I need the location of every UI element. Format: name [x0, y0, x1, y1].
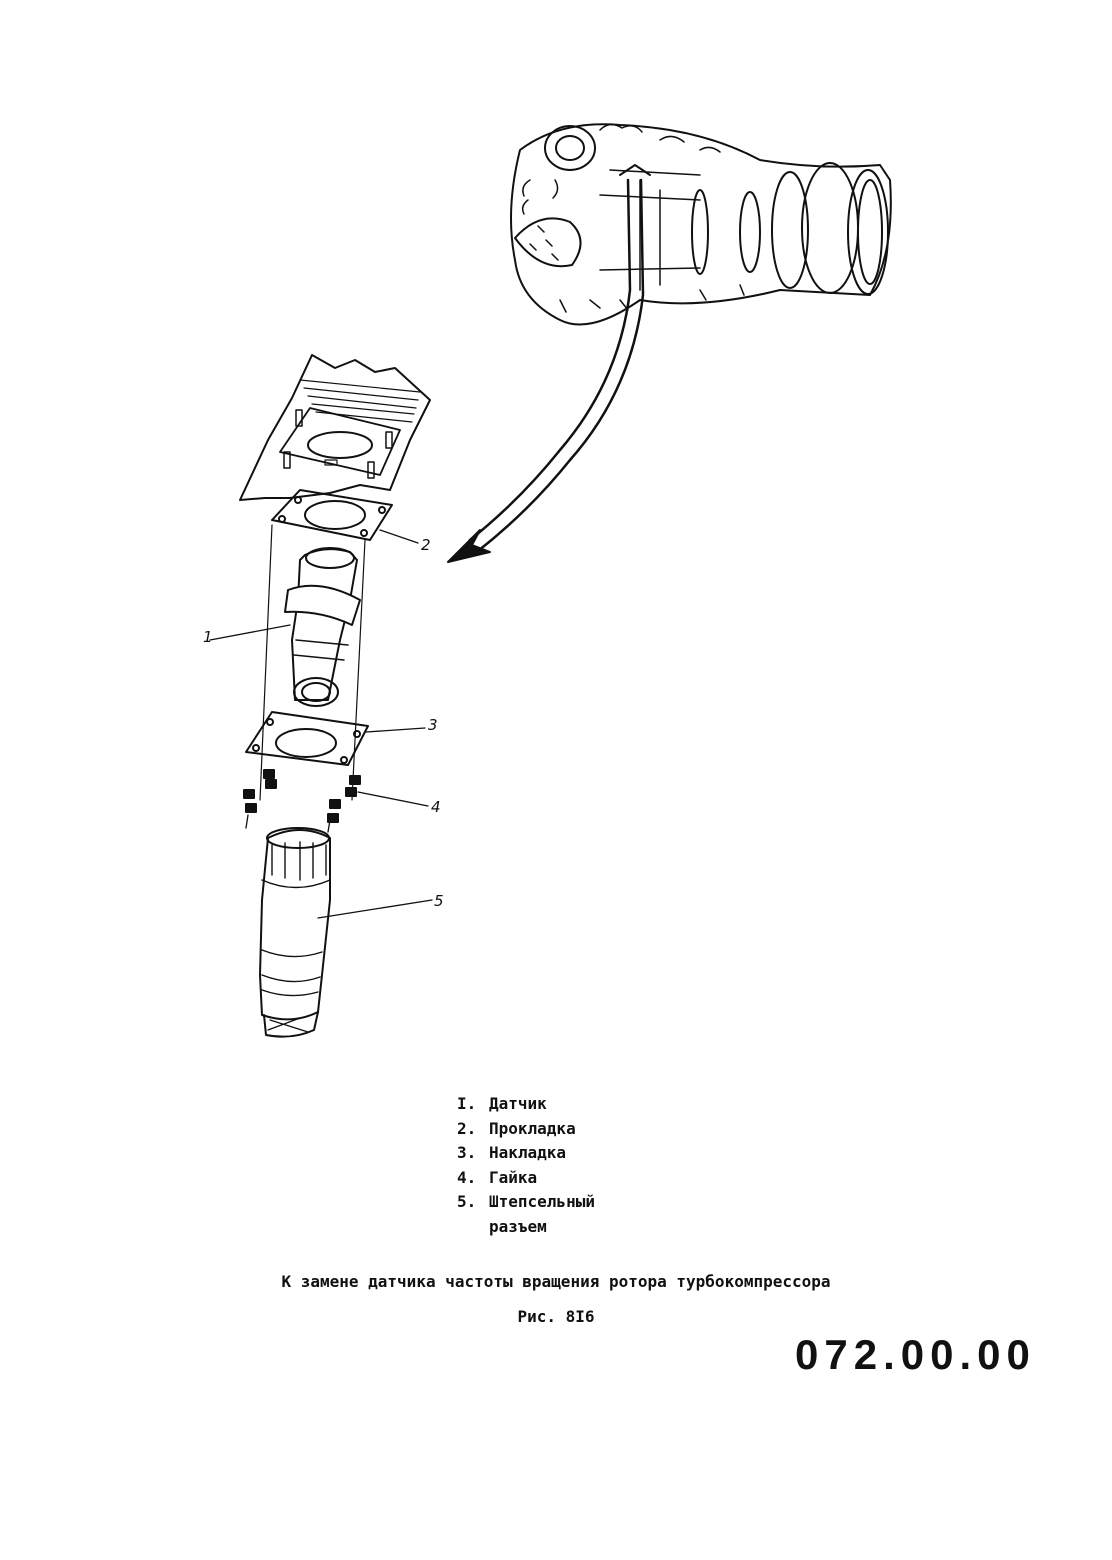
- parts-legend: I. Датчик 2. Прокладка 3. Накладка 4. Га…: [457, 1092, 595, 1239]
- callout-4: 4: [431, 798, 441, 816]
- legend-item: 4. Гайка: [457, 1166, 595, 1191]
- engine-sketch: [510, 123, 892, 326]
- gasket-part-2: [271, 489, 419, 544]
- callout-3: 3: [428, 716, 438, 734]
- document-number: 072.00.00: [795, 1331, 1036, 1378]
- figure-number: Рис. 8I6: [517, 1307, 595, 1326]
- legend-item: 3. Накладка: [457, 1141, 595, 1166]
- sensor-part-1: [209, 547, 361, 707]
- legend-number: 2.: [457, 1118, 477, 1138]
- legend-number: 4.: [457, 1167, 477, 1187]
- legend-number: I.: [457, 1094, 477, 1113]
- legend-number: 3.: [457, 1143, 477, 1162]
- legend-label-continuation: разъем: [489, 1216, 547, 1236]
- legend-label: Датчик: [489, 1094, 547, 1113]
- legend-label: Накладка: [489, 1143, 567, 1162]
- callout-1: 1: [203, 628, 213, 646]
- exploded-view-illustration: [209, 123, 892, 1038]
- pointer-arrow: [447, 164, 651, 563]
- engine-case-fragment: [239, 354, 431, 501]
- plug-connector-part-5: [259, 827, 433, 1038]
- callout-2: 2: [421, 536, 431, 554]
- nuts-part-4: [243, 769, 429, 833]
- legend-number: 5.: [457, 1192, 477, 1211]
- legend-label: Прокладка: [489, 1118, 576, 1138]
- legend-label: Гайка: [489, 1167, 538, 1187]
- legend-item: 5. Штепсельный: [457, 1190, 595, 1215]
- legend-item: I. Датчик: [457, 1092, 595, 1117]
- legend-item: 2. Прокладка: [457, 1117, 595, 1142]
- figure-caption: К замене датчика частоты вращения ротора…: [281, 1272, 831, 1291]
- callout-5: 5: [434, 892, 444, 910]
- legend-label: Штепсельный: [489, 1192, 595, 1211]
- cover-plate-part-3: [245, 711, 426, 766]
